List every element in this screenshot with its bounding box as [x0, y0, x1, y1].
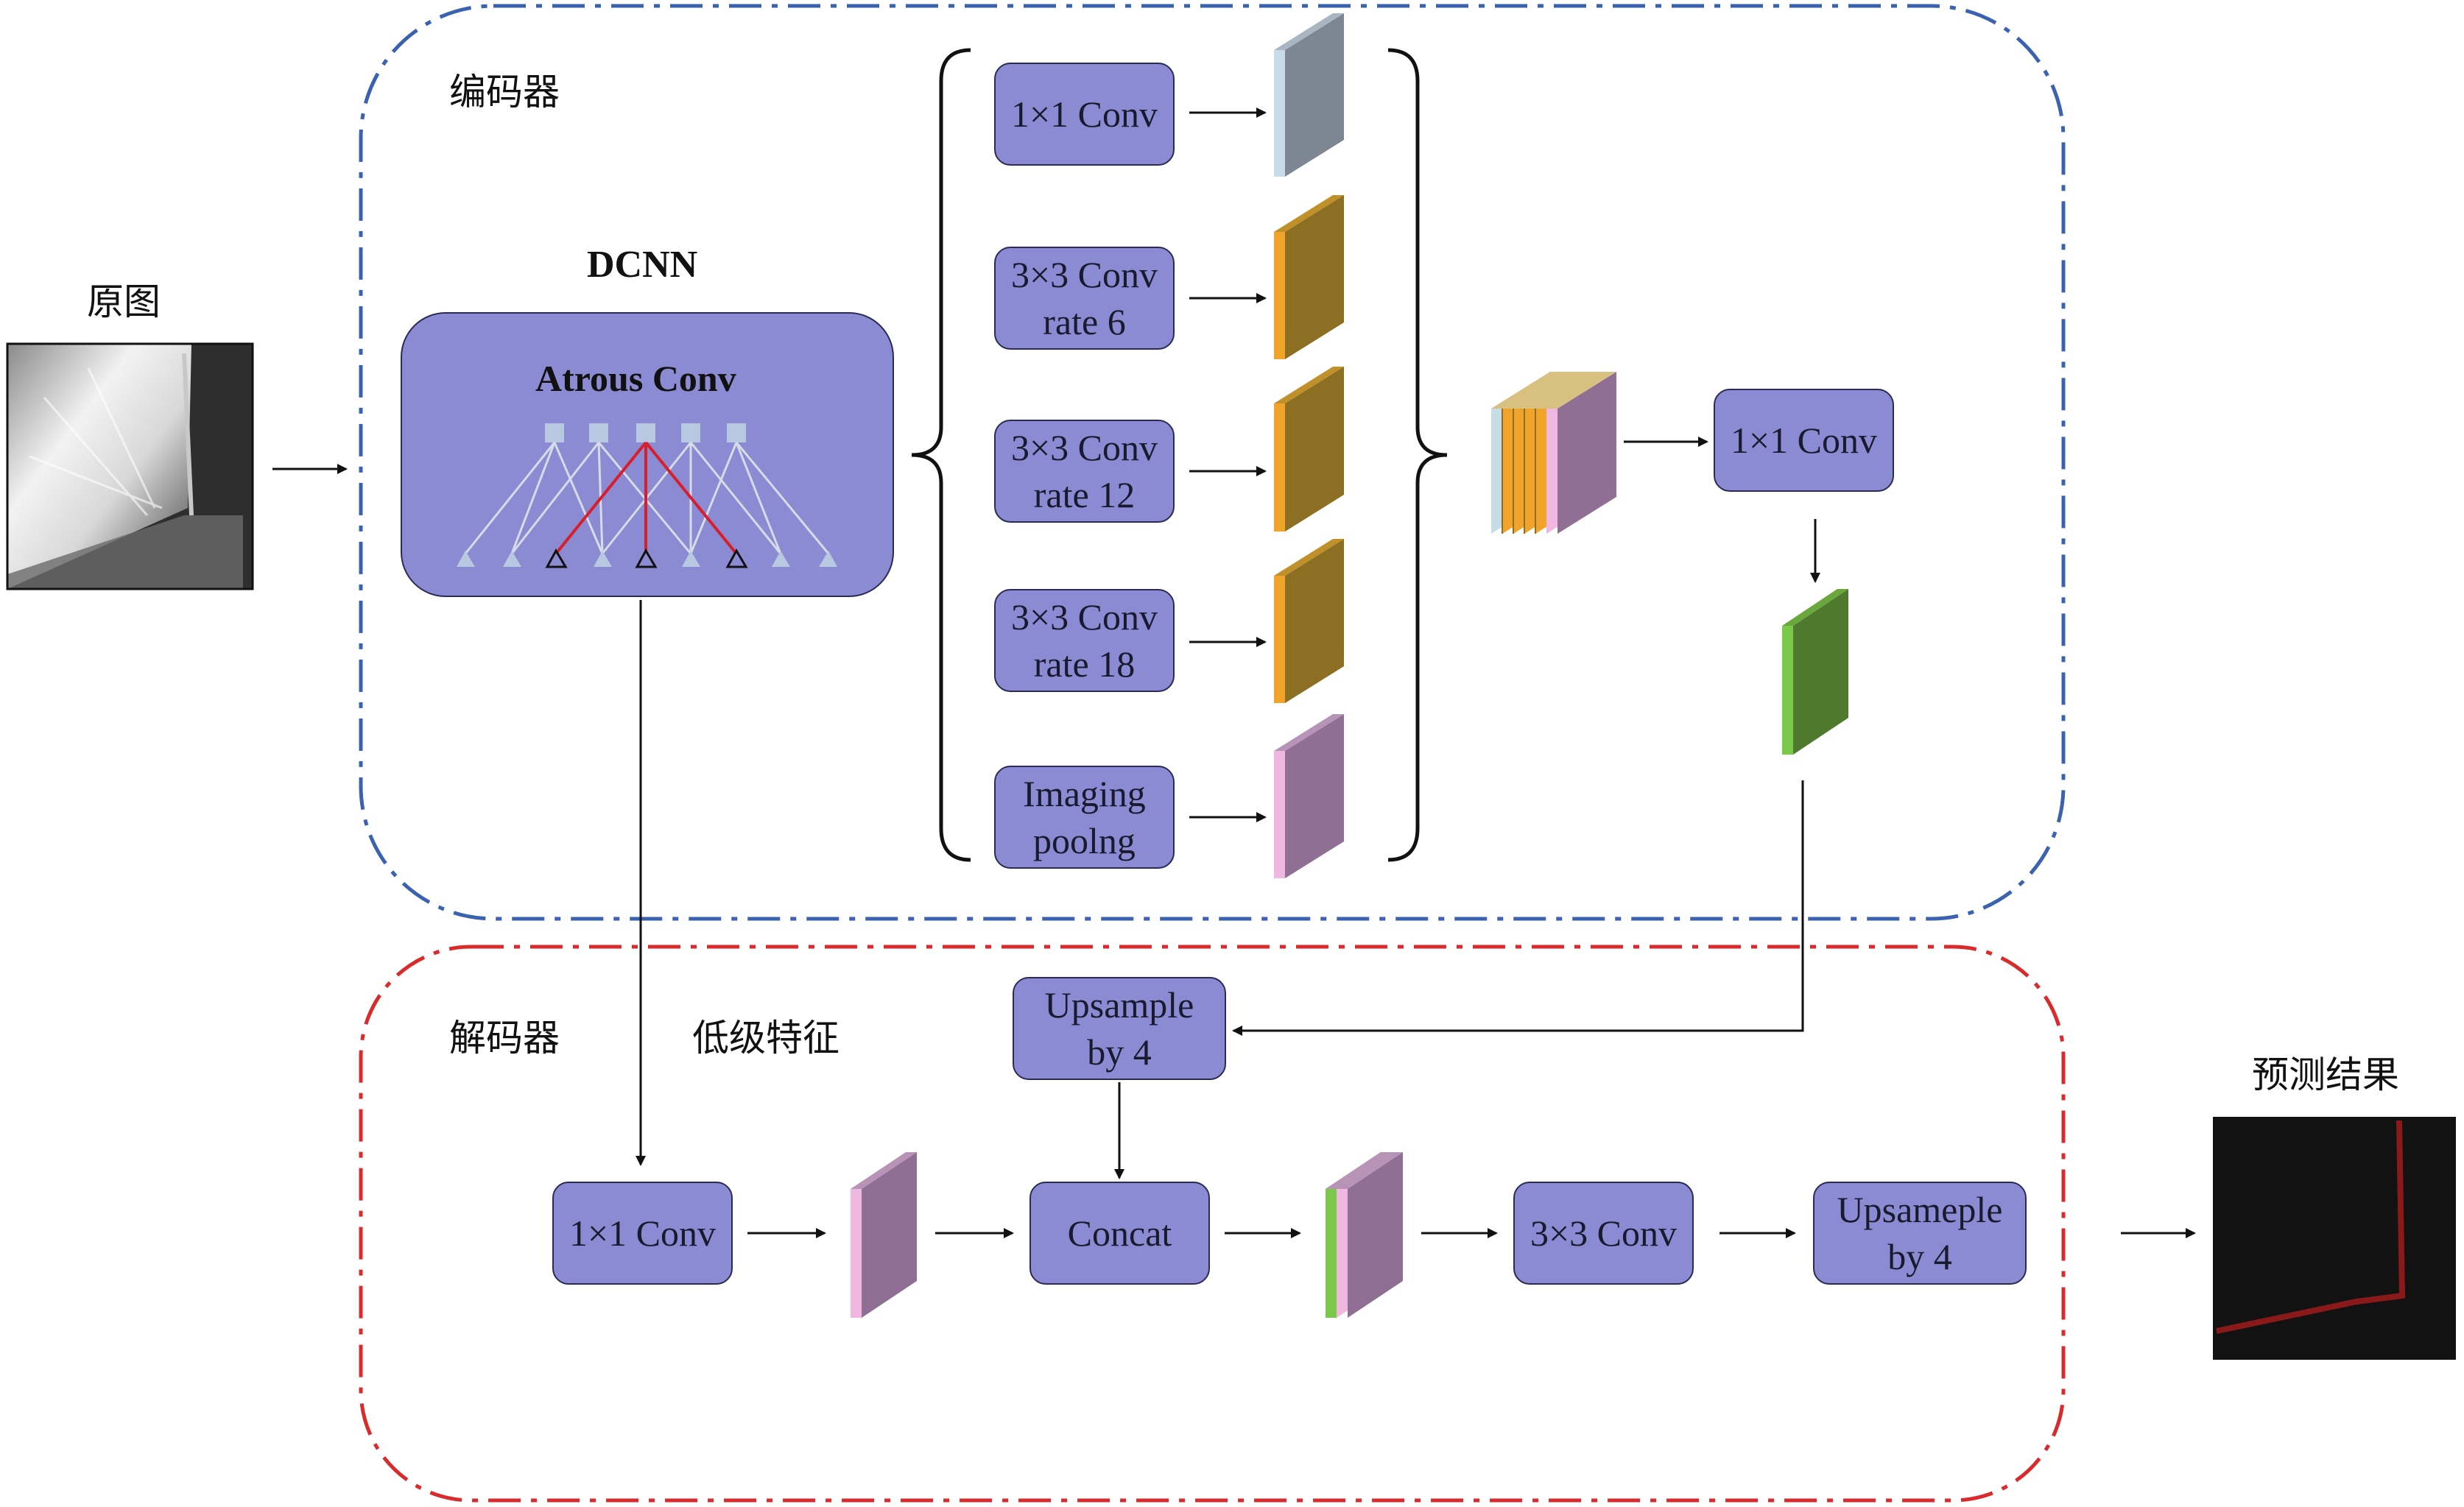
upsample-by4-box-2: Upsameple by 4: [1813, 1182, 2027, 1285]
atrous-bottom-nodes: [457, 548, 837, 568]
aspp-conv3x3-rate12-box: 3×3 Conv rate 12: [994, 420, 1175, 523]
label-dcnn: DCNN: [587, 244, 698, 286]
right-brace: [1387, 48, 1448, 862]
decoder-conv3x3-box: 3×3 Conv: [1513, 1182, 1694, 1285]
feature-map-stack: [1491, 372, 1616, 534]
feature-map-orange-r6: [1274, 195, 1344, 359]
feature-map-gray: [1274, 13, 1344, 177]
encoder-conv1x1-box: 1×1 Conv: [1714, 389, 1894, 492]
encoder-region: [359, 4, 2066, 921]
prediction-image: [2213, 1117, 2456, 1360]
label-low-level-features: 低级特征: [692, 1017, 839, 1059]
feature-map-green-encoder: [1782, 589, 1848, 755]
decoder-conv1x1-box: 1×1 Conv: [552, 1182, 733, 1285]
original-image: [6, 342, 254, 590]
atrous-top-nodes: [545, 423, 746, 442]
upsample-by4-box-1: Upsample by 4: [1013, 977, 1226, 1080]
label-prediction: 预测结果: [2252, 1054, 2399, 1096]
feature-map-pink-decoder: [851, 1152, 917, 1318]
label-decoder: 解码器: [449, 1017, 560, 1059]
aspp-conv1x1-box: 1×1 Conv: [994, 63, 1175, 166]
atrous-red-links: [555, 441, 738, 555]
feature-map-pink-pool: [1274, 714, 1344, 878]
aspp-conv3x3-rate18-box: 3×3 Conv rate 18: [994, 589, 1175, 692]
concat-box: Concat: [1029, 1182, 1210, 1285]
label-atrous-conv: Atrous Conv: [535, 358, 736, 399]
label-encoder: 编码器: [449, 71, 560, 113]
arrows: [272, 107, 2196, 1238]
decoder-region: [359, 945, 2066, 1503]
feature-map-concat-decoder: [1326, 1152, 1403, 1318]
atrous-gray-links: [464, 442, 830, 554]
aspp-conv3x3-rate6-box: 3×3 Conv rate 6: [994, 247, 1175, 350]
label-original: 原图: [87, 280, 161, 323]
feature-map-orange-r18: [1274, 539, 1344, 703]
left-brace: [911, 48, 971, 862]
feature-map-orange-r12: [1274, 367, 1344, 532]
aspp-image-pooling-box: Imaging poolng: [994, 766, 1175, 869]
